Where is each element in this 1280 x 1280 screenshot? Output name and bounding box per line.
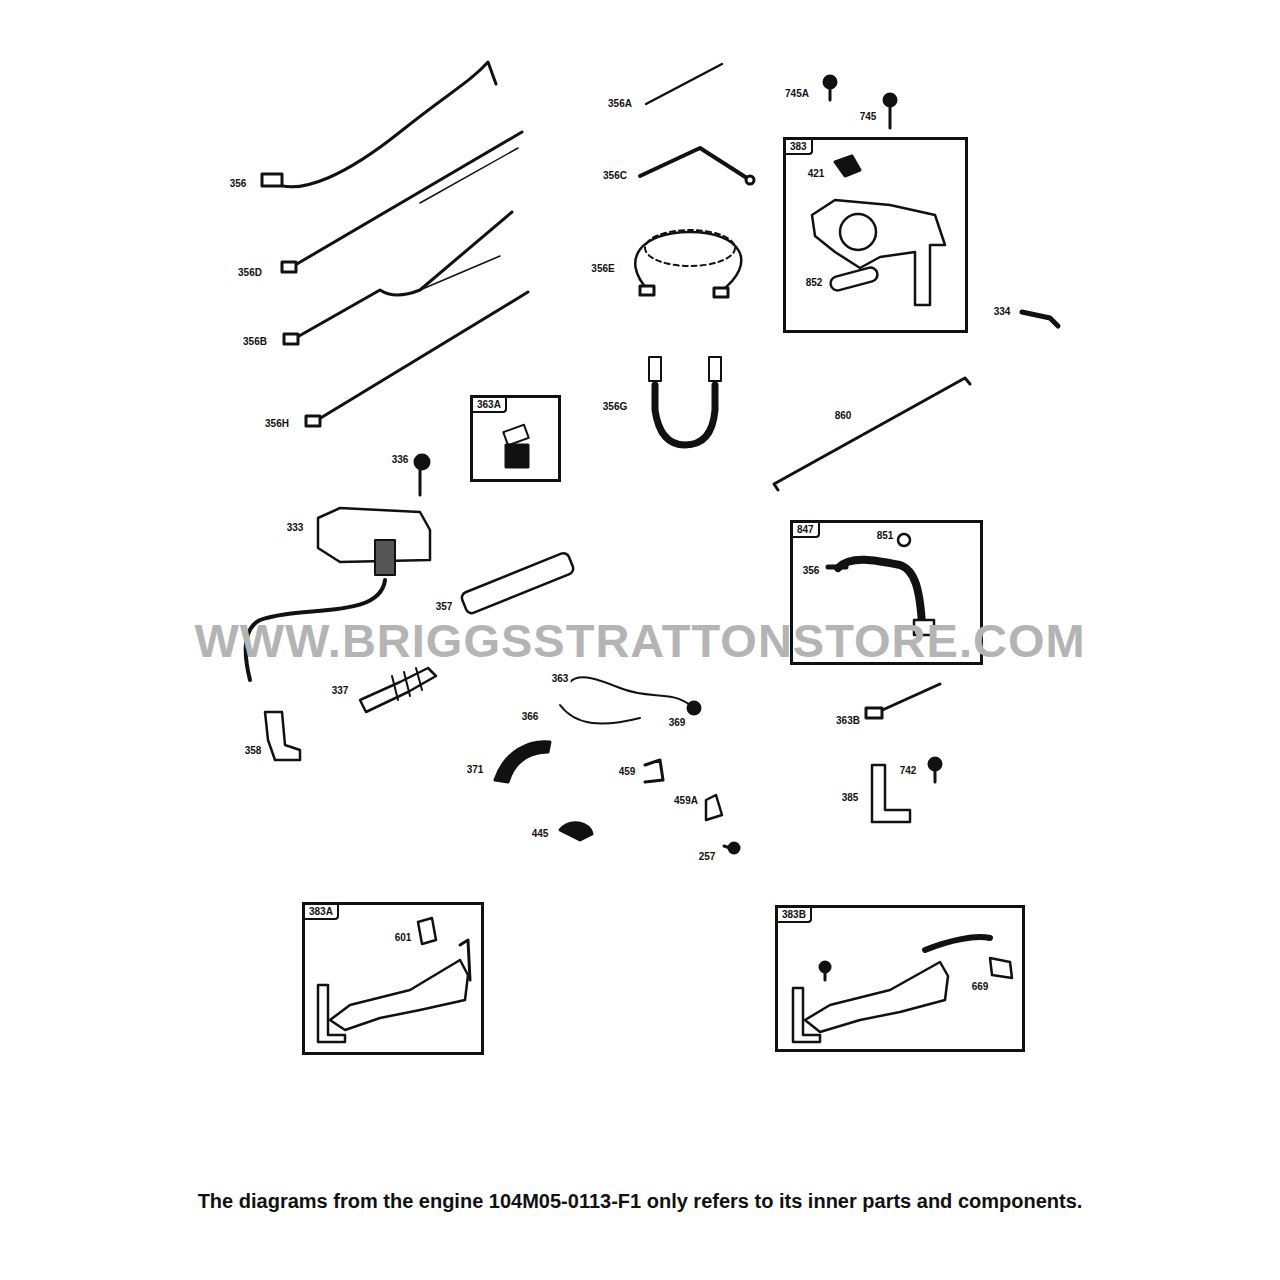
nut (688, 702, 700, 714)
callout-number: 445 (530, 828, 551, 839)
pad (829, 266, 879, 292)
subassembly-box: 383A 601 (302, 902, 484, 1055)
screw (820, 962, 830, 972)
clip (1022, 312, 1058, 326)
subassembly-box: 383 421 852 (783, 137, 968, 333)
switch (506, 445, 528, 467)
spark-plug (392, 668, 422, 700)
callout-number: 385 (840, 792, 861, 803)
switch (503, 425, 528, 446)
stop-switch (840, 214, 876, 250)
callout-number: 745A (783, 88, 811, 99)
boot (265, 712, 300, 760)
wire (646, 64, 722, 104)
callout-number: 356G (601, 401, 629, 412)
screw (884, 94, 896, 106)
callout-number: 356A (606, 98, 634, 109)
callout-number: 742 (898, 765, 919, 776)
callout-number: 669 (970, 981, 991, 992)
callout-number: 851 (875, 530, 896, 541)
group-tag: 847 (793, 523, 820, 538)
callout-number: 852 (804, 277, 825, 288)
callout-number: 336 (390, 454, 411, 465)
callout-number: 257 (697, 851, 718, 862)
callout-number: 363B (834, 715, 862, 726)
wire (420, 256, 500, 290)
cable (570, 677, 690, 705)
terminal (746, 176, 754, 184)
cable (560, 705, 640, 724)
bracket (495, 742, 550, 782)
screw (729, 843, 739, 853)
wire (290, 132, 522, 268)
callout-number: 421 (806, 168, 827, 179)
control-bracket (805, 962, 948, 1032)
tool (460, 551, 575, 614)
callout-number: 356H (263, 418, 291, 429)
stop-switch (812, 200, 945, 305)
screw (929, 758, 941, 770)
control-bracket (460, 940, 470, 980)
terminal (649, 357, 661, 381)
clip (560, 823, 592, 840)
wire (645, 230, 735, 266)
watermark: WWW.BRIGGSSTRATTONSTORE.COM (194, 613, 1085, 668)
callout-number: 356D (236, 267, 264, 278)
wire (314, 292, 528, 422)
callout-number: 459A (672, 795, 700, 806)
callout-number: 356 (801, 565, 822, 576)
terminal (714, 288, 728, 297)
terminal (866, 708, 882, 718)
callout-number: 356C (601, 170, 629, 181)
clip (418, 918, 436, 944)
terminal (284, 334, 298, 344)
screw (824, 76, 836, 88)
callout-number: 369 (667, 717, 688, 728)
group-tag: 363A (473, 398, 507, 413)
terminal (306, 416, 320, 426)
group-tag: 383A (305, 905, 339, 920)
callout-number: 358 (243, 745, 264, 756)
callout-number: 356 (228, 178, 249, 189)
bolt (828, 565, 846, 570)
callout-number: 745 (858, 111, 879, 122)
wire (635, 232, 741, 292)
callout-number: 357 (434, 601, 455, 612)
callout-number: 356B (241, 336, 269, 347)
clamp (706, 795, 722, 820)
screw (415, 455, 429, 469)
armature (375, 540, 395, 575)
spark-plug (360, 668, 436, 712)
clip (835, 156, 860, 176)
callout-number: 860 (833, 410, 854, 421)
nut (898, 534, 910, 546)
wire (420, 148, 518, 203)
lever (990, 958, 1012, 978)
callout-number: 337 (330, 685, 351, 696)
group-tag: 383 (786, 140, 813, 155)
wire (640, 148, 750, 180)
callout-number: 363 (550, 673, 571, 684)
caption: The diagrams from the engine 104M05-0113… (0, 1190, 1280, 1213)
subassembly-box: 383B 669 (775, 905, 1025, 1052)
terminal (262, 174, 282, 186)
wire (655, 385, 715, 445)
wire (878, 684, 940, 712)
terminal (640, 286, 654, 295)
rod (774, 378, 970, 490)
lever (925, 937, 990, 950)
terminal (709, 357, 721, 381)
callout-number: 333 (285, 522, 306, 533)
subassembly-box: 363A (470, 395, 561, 482)
callout-number: 356E (589, 263, 616, 274)
group-tag: 383B (778, 908, 812, 923)
callout-number: 334 (992, 306, 1013, 317)
terminal (282, 262, 296, 272)
callout-number: 366 (520, 711, 541, 722)
callout-number: 371 (465, 764, 486, 775)
callout-number: 601 (393, 932, 414, 943)
clamp (645, 760, 663, 782)
callout-number: 459 (617, 766, 638, 777)
control-bracket (330, 960, 468, 1030)
